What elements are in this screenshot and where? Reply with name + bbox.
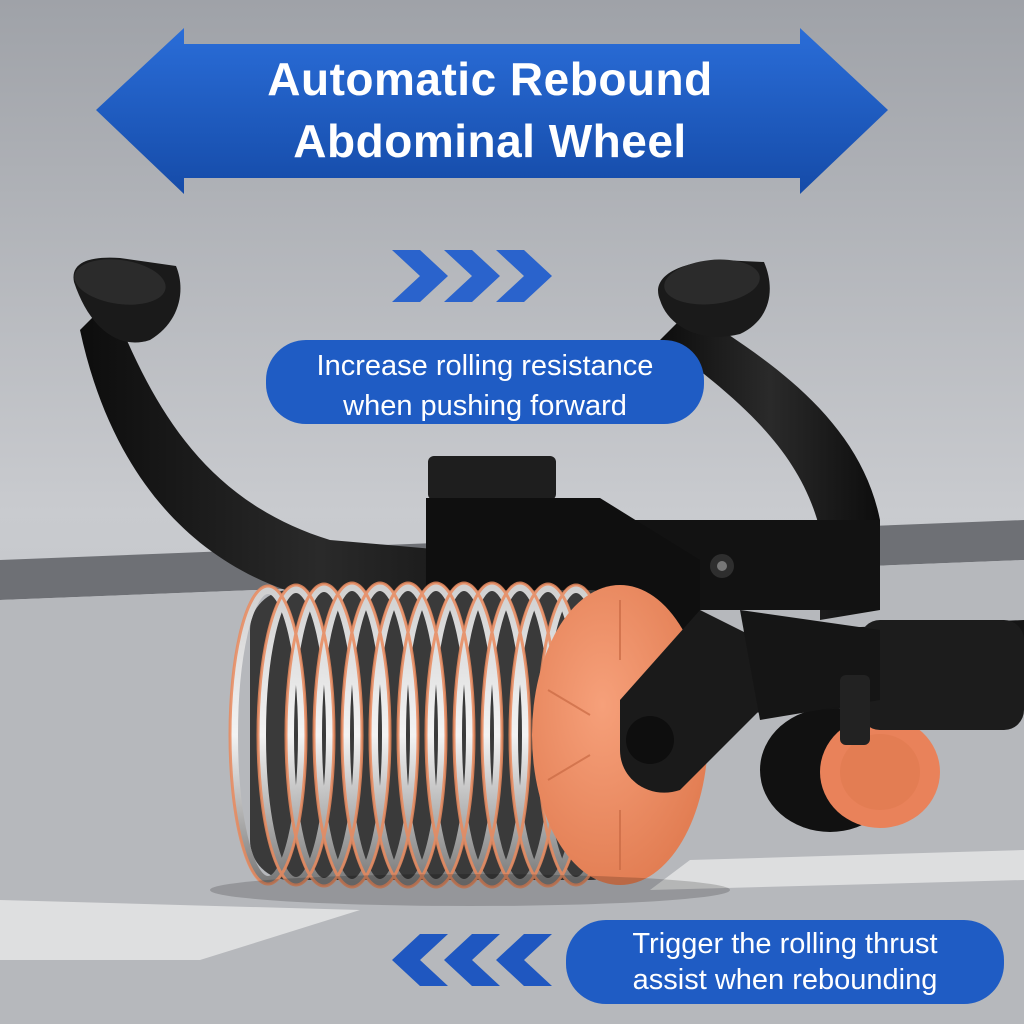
forward-callout-line-1: Increase rolling resistance [316, 350, 654, 382]
double-arrow-icon [96, 28, 888, 194]
title-line-1: Automatic Rebound [267, 53, 713, 105]
left-handle [73, 257, 560, 610]
chevrons-left-icon [392, 934, 552, 986]
title-line-2: Abdominal Wheel [293, 115, 687, 167]
rebound-callout-line-2: assist when rebounding [632, 964, 938, 996]
page-title: Automatic Rebound Abdominal Wheel [180, 48, 800, 172]
rebound-callout-line-1: Trigger the rolling thrust [632, 928, 938, 960]
rebound-callout: Trigger the rolling thrust assist when r… [566, 920, 1004, 1004]
forward-callout: Increase rolling resistance when pushing… [266, 340, 704, 424]
forward-callout-line-2: when pushing forward [343, 390, 627, 422]
chevrons-right-icon [392, 250, 552, 302]
front-arm [620, 610, 880, 793]
